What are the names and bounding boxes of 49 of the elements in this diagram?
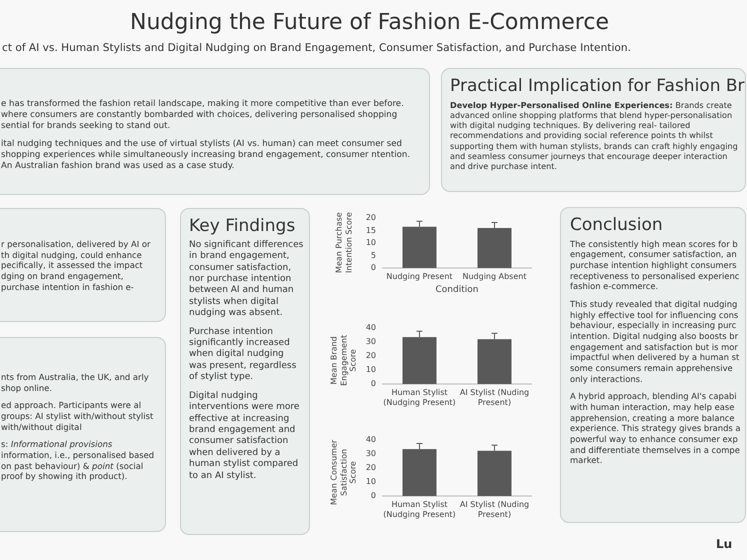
panel-heading: Conclusion	[570, 216, 664, 235]
tick-label: 10	[364, 238, 376, 248]
category-label: AI Stylist (Nuding Present)	[458, 388, 530, 408]
tick-label: 20	[364, 351, 376, 361]
paragraph: A hybrid approach, blending AI's capabi with human interaction, may help ease apprehension, creating a more balance experience. This strategy gives brands a powerful way to enhance consumer exp and differentiate themselves in a compe market.	[570, 391, 741, 466]
text-panel	[0, 68, 430, 195]
paragraph: Develop Hyper-Personalised Online Experiences: Brands create advanced online shopping platforms that blend hyper-personalisation with digital nudging techniques. By delivering real- tailored recommendations and providing social reference points th whilst supporting them with human stylists, brands can craft highly engaging and seamless consumer journeys that encourage deeper interaction and drive purchase intent.	[450, 100, 739, 172]
paragraph: Digital nudging interventions were more effective at increasing brand engagement and consumer satisfaction when delivered by a human stylist compared to an AI stylist.	[189, 390, 300, 482]
category-label: Nudging Present	[385, 272, 454, 282]
paragraph: This study revealed that digital nudging highly effective tool for influencing cons behaviour, especially in increasing purc intention. Digital nudging also boosts br engagement and satisfaction but is mor impactful when delivered by a human st some consumers remain apprehensive only interactions.	[570, 299, 740, 384]
panel-heading: Key Findings	[189, 217, 296, 236]
axis-title: Mean Brand Engagement Score	[330, 334, 358, 388]
tick-label: 10	[364, 365, 376, 375]
paragraph: No significant differences in brand engagement, consumer satisfaction, nor purchase intention between AI and human stylists when digital nudging was absent.	[189, 240, 304, 320]
paragraph: s: Informational provisions information, i.e., personalised based on past behaviour) & point (social proof by showing ith product).	[1, 439, 156, 482]
tick-label: 40	[364, 435, 376, 445]
author-name: Lu	[716, 537, 732, 551]
paragraph: r personalisation, delivered by AI or th digital nudging, could enhance pecifically, it assessed the impact dging on brand engagement, purchase intention in fashion e-	[1, 239, 152, 292]
tick-label: 40	[364, 323, 376, 333]
axis-title: Mean Purchase Intention Score	[334, 211, 354, 275]
category-label: Nudging Absent	[462, 272, 528, 282]
paragraph: ital nudging techniques and the use of virtual stylists (AI vs. human) can meet consumer sed shopping experiences while simultaneously increasing brand engagement, consumer ntention. An Australian fashion brand was used as a case study.	[1, 138, 412, 172]
tick-label: 20	[364, 463, 376, 473]
poster-title: Nudging the Future of Fashion E-Commerce	[130, 10, 609, 35]
paragraph: The consistently high mean scores for b engagement, consumer satisfaction, an purchase intention highlight consumers receptiveness to personalised experienc fashion e-commerce.	[570, 238, 740, 292]
subtitle: ct of AI vs. Human Stylists and Digital Nudging on Brand Engagement, Consumer Satisfaction, and Purchase Intention.	[2, 42, 631, 54]
tick-label: 5	[370, 250, 376, 260]
paragraph: nts from Australia, the UK, and arly shop online.	[1, 372, 150, 394]
tick-label: 0	[370, 379, 376, 389]
tick-label: 10	[364, 477, 376, 487]
axis-title: Mean Consumer Satisfaction Score	[330, 438, 358, 507]
text-panel	[560, 207, 746, 523]
paragraph: Purchase intention significantly increased when digital nudging was present, regardless of stylist type.	[189, 326, 298, 384]
category-label: AI Stylist (Nuding Present)	[458, 500, 530, 520]
category-label: Human Stylist (Nudging Present)	[382, 388, 457, 408]
tick-label: 30	[364, 449, 376, 459]
tick-label: 30	[364, 337, 376, 347]
tick-label: 15	[364, 226, 376, 236]
tick-label: 0	[370, 491, 376, 501]
tick-label: 0	[370, 263, 376, 273]
paragraph: e has transformed the fashion retail landscape, making it more competitive than ever before. where consumers are constantly bombarded with choices, delivering personalised shopping sential for brands seeking to stand out.	[1, 99, 405, 132]
category-label: Human Stylist (Nudging Present)	[382, 500, 457, 520]
text-panel	[0, 337, 166, 532]
paragraph: ed approach. Participants were al groups: AI stylist with/without stylist with/without digital	[1, 400, 154, 432]
axis-title: Condition	[434, 285, 480, 296]
text-panel	[441, 68, 746, 192]
tick-label: 20	[364, 213, 376, 223]
text-panel	[0, 208, 166, 322]
text-panel	[180, 208, 310, 535]
